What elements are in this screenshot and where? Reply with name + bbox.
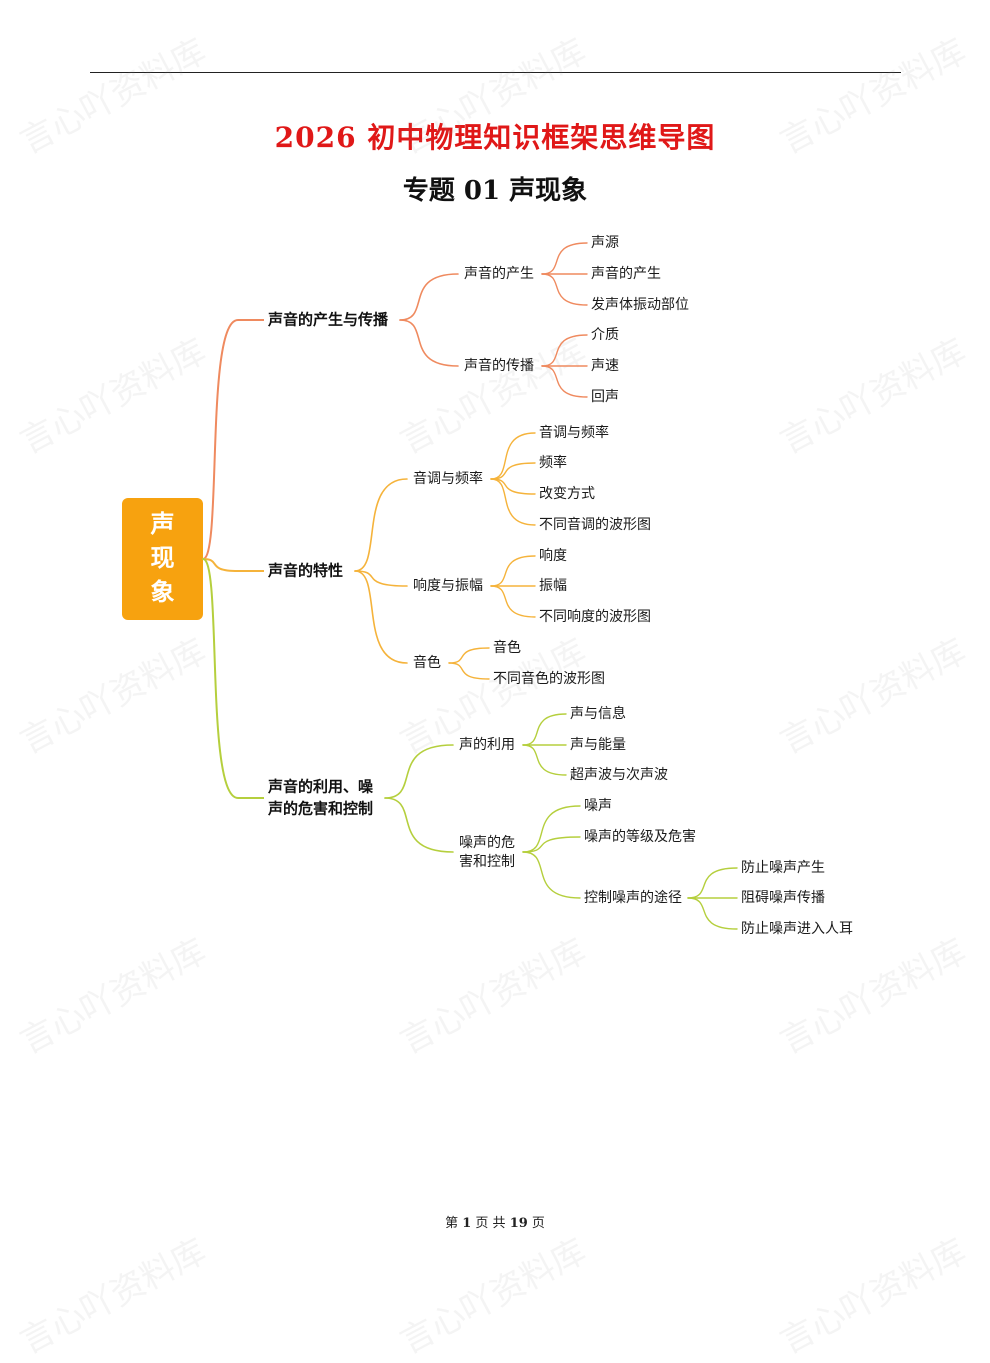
leaf-to-subleaf-connector	[687, 867, 738, 899]
leaf-label: 不同响度的波形图	[539, 609, 651, 625]
leaf-label: 噪声	[584, 798, 612, 814]
branch-label: 声音的利用、噪	[267, 778, 374, 796]
topic-to-leaf-connector	[522, 805, 581, 853]
branch-label: 声的危害和控制	[267, 800, 373, 818]
branch-to-topic-connector	[384, 744, 454, 799]
topic-to-leaf-connector	[490, 432, 536, 480]
leaf-label: 声与能量	[570, 737, 626, 753]
leaf-label: 不同音色的波形图	[493, 670, 605, 687]
footer-middle: 页 共	[475, 1216, 506, 1231]
topic-to-leaf-connector	[541, 334, 588, 367]
leaf-label: 介质	[591, 327, 619, 343]
leaf-label: 控制噪声的途径	[584, 889, 682, 906]
topic-label: 害和控制	[459, 854, 515, 870]
topic-to-leaf-connector	[490, 478, 536, 526]
branch-to-topic-connector	[354, 570, 408, 664]
leaf-label: 回声	[591, 389, 619, 405]
leaf-label: 声与信息	[570, 705, 626, 722]
topic-label: 音调与频率	[413, 470, 483, 487]
leaf-label: 噪声的等级及危害	[584, 828, 696, 845]
topic-to-leaf-connector	[490, 555, 536, 587]
topic-to-leaf-connector	[490, 478, 536, 495]
topic-label: 响度与振幅	[413, 578, 483, 594]
document-title: 2026 初中物理知识框架思维导图	[274, 121, 716, 154]
leaf-label: 频率	[539, 454, 567, 471]
leaf-label: 声音的产生	[591, 265, 661, 282]
topic-label: 声音的产生	[464, 265, 534, 282]
leaf-to-subleaf-connector	[687, 897, 738, 930]
root-node-label: 现	[151, 544, 175, 572]
topic-to-leaf-connector	[522, 851, 581, 899]
root-to-branch-connector	[202, 319, 239, 560]
footer-total-pages: 19	[509, 1216, 528, 1231]
leaf-label: 音调与频率	[539, 424, 609, 441]
footer-suffix: 页	[531, 1216, 545, 1231]
topic-label: 声的利用	[459, 737, 515, 753]
topic-to-leaf-connector	[490, 585, 536, 618]
leaf-label: 声源	[591, 235, 619, 251]
branch-to-topic-connector	[399, 319, 459, 367]
header-rule	[90, 72, 901, 73]
branch-to-topic-connector	[354, 570, 408, 587]
branch-to-topic-connector	[384, 797, 454, 853]
page-footer: 第 1 页 共 19 页	[0, 1212, 990, 1231]
root-node-label: 象	[151, 578, 175, 606]
topic-to-leaf-connector	[448, 647, 490, 664]
subleaf-label: 防止噪声进入人耳	[741, 921, 853, 937]
root-to-branch-connector	[202, 558, 239, 572]
topic-to-leaf-connector	[522, 836, 581, 853]
leaf-label: 超声波与次声波	[570, 767, 668, 783]
topic-label: 声音的传播	[464, 357, 534, 374]
footer-prefix: 第	[445, 1216, 459, 1231]
topic-to-leaf-connector	[541, 242, 588, 275]
branch-label: 声音的特性	[267, 562, 343, 580]
subleaf-label: 阻碍噪声传播	[741, 890, 825, 906]
branch-label: 声音的产生与传播	[267, 311, 389, 329]
branch-to-topic-connector	[354, 478, 408, 572]
root-to-branch-connector	[202, 558, 239, 799]
leaf-label: 振幅	[539, 578, 567, 594]
topic-to-leaf-connector	[448, 662, 490, 680]
topic-to-leaf-connector	[522, 713, 567, 746]
topic-to-leaf-connector	[541, 273, 588, 306]
leaf-label: 改变方式	[539, 486, 595, 502]
leaf-label: 响度	[539, 548, 567, 564]
footer-page-number: 1	[462, 1216, 472, 1231]
leaf-label: 发声体振动部位	[591, 297, 689, 313]
leaf-label: 音色	[493, 639, 521, 656]
subleaf-label: 防止噪声产生	[741, 860, 825, 876]
root-node-label: 声	[150, 510, 175, 538]
topic-label: 音色	[413, 654, 441, 671]
leaf-label: 声速	[591, 358, 619, 374]
root-node	[122, 498, 203, 620]
branch-to-topic-connector	[399, 273, 459, 321]
leaf-label: 不同音调的波形图	[539, 516, 651, 533]
topic-to-leaf-connector	[490, 462, 536, 480]
topic-to-leaf-connector	[541, 365, 588, 398]
topic-label: 噪声的危	[459, 835, 515, 851]
topic-to-leaf-connector	[522, 744, 567, 776]
document-subtitle: 专题 01 声现象	[402, 176, 588, 206]
